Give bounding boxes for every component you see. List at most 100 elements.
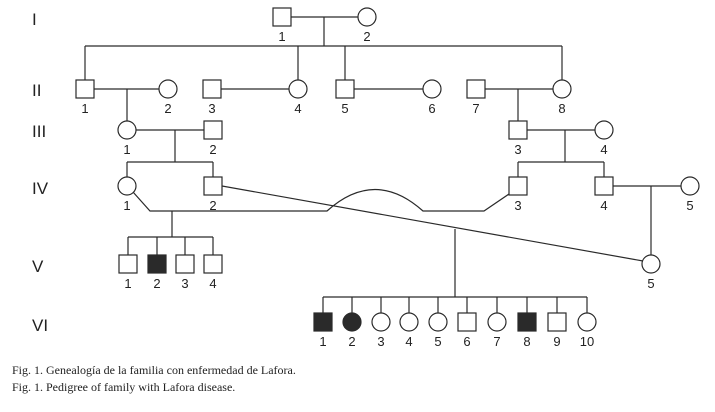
individual-iii-4: 4 [594,120,614,157]
female-symbol [117,120,137,140]
individual-ii-5: 5 [335,79,355,116]
individual-number: 3 [377,334,384,349]
individual-vi-7: 7 [487,312,507,349]
individual-number: 9 [553,334,560,349]
individual-number: 4 [209,276,216,291]
male-symbol [594,176,614,196]
individual-number: 3 [514,142,521,157]
male-symbol [75,79,95,99]
male-symbol [457,312,477,332]
individual-number: 2 [209,198,216,213]
male-symbol [203,120,223,140]
individual-number: 3 [181,276,188,291]
individual-vi-6: 6 [457,312,477,349]
individual-number: 5 [647,276,654,291]
individual-number: 4 [600,142,607,157]
individual-number: 2 [348,334,355,349]
individual-ii-3: 3 [202,79,222,116]
individual-number: 2 [209,142,216,157]
individual-ii-6: 6 [422,79,442,116]
individual-number: 3 [514,198,521,213]
individual-iii-3: 3 [508,120,528,157]
individual-ii-4: 4 [288,79,308,116]
individual-number: 2 [153,276,160,291]
individual-v-2: 2 [147,254,167,291]
individual-iii-1: 1 [117,120,137,157]
individual-iv-1: 1 [117,176,137,213]
individual-number: 4 [405,334,412,349]
individual-iv-5: 5 [680,176,700,213]
individual-number: 1 [123,198,130,213]
individual-vi-5: 5 [428,312,448,349]
female-symbol [371,312,391,332]
female-symbol [399,312,419,332]
male-symbol [118,254,138,274]
male-symbol [335,79,355,99]
generation-label-ii: II [32,81,41,100]
female-symbol [422,79,442,99]
female-symbol [158,79,178,99]
individual-number: 4 [600,198,607,213]
individual-number: 8 [558,101,565,116]
individual-ii-2: 2 [158,79,178,116]
male-symbol [508,120,528,140]
generation-label-iii: III [32,122,46,141]
individual-number: 7 [472,101,479,116]
female-symbol [117,176,137,196]
individual-v-4: 4 [203,254,223,291]
individual-v-5: 5 [641,254,661,291]
individual-ii-1: 1 [75,79,95,116]
female-symbol [641,254,661,274]
individual-number: 1 [81,101,88,116]
female-symbol [594,120,614,140]
male-symbol [175,254,195,274]
individual-iv-4: 4 [594,176,614,213]
individual-vi-10: 10 [577,312,597,349]
individual-number: 2 [363,29,370,44]
pedigree-lines [84,16,681,313]
individual-i-2: 2 [357,7,377,44]
male-symbol [466,79,486,99]
caption-spanish: Fig. 1. Genealogía de la familia con enf… [12,363,296,377]
generation-label-vi: VI [32,316,48,335]
caption-english: Fig. 1. Pedigree of family with Lafora d… [12,380,236,394]
male-symbol [203,254,223,274]
individual-number: 6 [463,334,470,349]
pedigree-line-29 [221,185,644,262]
female-symbol [357,7,377,27]
individual-number: 10 [580,334,594,349]
individual-number: 8 [523,334,530,349]
female-symbol [552,79,572,99]
female-symbol [680,176,700,196]
male-symbol [272,7,292,27]
individual-iv-2: 2 [203,176,223,213]
individual-number: 5 [434,334,441,349]
female-symbol [288,79,308,99]
female-symbol [428,312,448,332]
individual-v-1: 1 [118,254,138,291]
individual-number: 4 [294,101,301,116]
male-symbol [202,79,222,99]
individual-iv-3: 3 [508,176,528,213]
individual-ii-8: 8 [552,79,572,116]
male-symbol [547,312,567,332]
individual-number: 5 [686,198,693,213]
affected-male-symbol [147,254,167,274]
individual-number: 1 [319,334,326,349]
affected-male-symbol [313,312,333,332]
female-symbol [577,312,597,332]
individual-number: 1 [123,142,130,157]
individual-number: 7 [493,334,500,349]
individual-number: 2 [164,101,171,116]
individual-ii-7: 7 [466,79,486,116]
individual-vi-9: 9 [547,312,567,349]
generation-label-v: V [32,257,44,276]
male-symbol [203,176,223,196]
individual-vi-1: 1 [313,312,333,349]
individual-number: 3 [208,101,215,116]
generation-label-i: I [32,10,37,29]
individual-number: 6 [428,101,435,116]
